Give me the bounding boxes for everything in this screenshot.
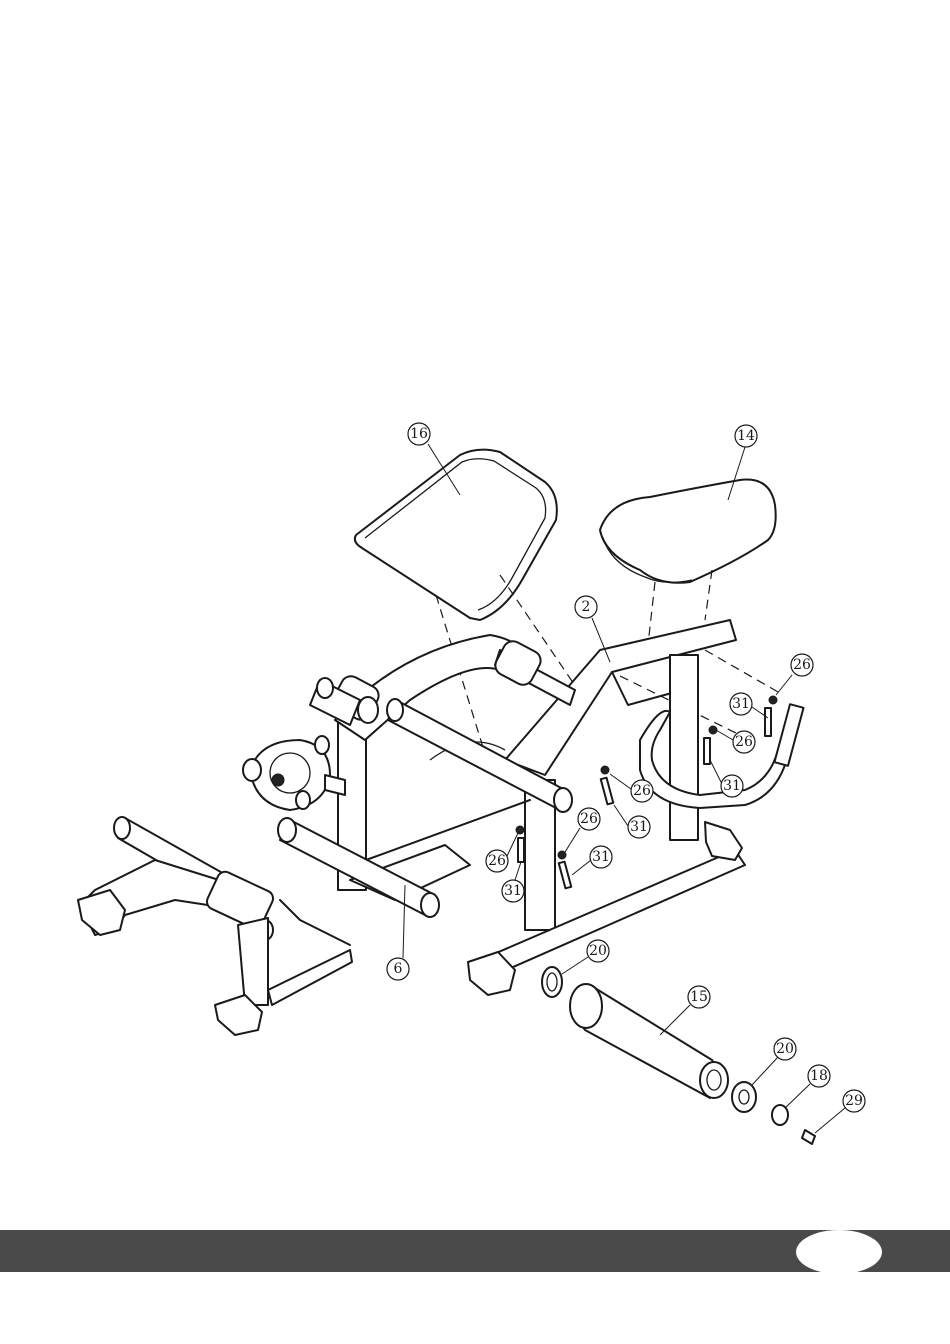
svg-text:26: 26 xyxy=(735,734,753,750)
svg-text:26: 26 xyxy=(633,783,651,799)
svg-text:31: 31 xyxy=(723,778,741,794)
svg-text:26: 26 xyxy=(793,657,811,673)
callout-31-a: 31 xyxy=(730,693,768,718)
callout-20-a: 20 xyxy=(562,940,609,974)
svg-text:2: 2 xyxy=(582,599,591,615)
svg-text:15: 15 xyxy=(690,989,708,1005)
svg-text:14: 14 xyxy=(737,428,755,444)
callout-31-b: 31 xyxy=(710,760,743,797)
svg-text:31: 31 xyxy=(504,883,522,899)
callout-31-d: 31 xyxy=(572,846,612,875)
callout-26-e: 26 xyxy=(486,833,518,872)
svg-text:20: 20 xyxy=(776,1041,794,1057)
page-number-badge xyxy=(796,1230,882,1274)
roller-pad xyxy=(542,967,815,1144)
svg-text:26: 26 xyxy=(488,853,506,869)
svg-text:31: 31 xyxy=(592,849,610,865)
svg-text:26: 26 xyxy=(580,811,598,827)
callout-26-d: 26 xyxy=(565,808,600,852)
seat-pad xyxy=(600,480,776,583)
callout-29: 29 xyxy=(815,1090,865,1133)
svg-text:31: 31 xyxy=(630,819,648,835)
callout-26-a: 26 xyxy=(776,654,813,695)
hand-grip xyxy=(640,704,804,808)
callout-20-b: 20 xyxy=(752,1038,796,1085)
svg-text:16: 16 xyxy=(410,426,428,442)
svg-text:18: 18 xyxy=(810,1068,828,1084)
svg-text:20: 20 xyxy=(589,943,607,959)
svg-text:6: 6 xyxy=(394,961,403,977)
callout-15: 15 xyxy=(660,986,710,1035)
svg-text:29: 29 xyxy=(845,1093,863,1109)
back-pad xyxy=(355,450,557,620)
callout-26-b: 26 xyxy=(716,730,755,753)
svg-text:31: 31 xyxy=(732,696,750,712)
callout-18: 18 xyxy=(785,1065,830,1108)
callout-31-c: 31 xyxy=(614,805,650,838)
